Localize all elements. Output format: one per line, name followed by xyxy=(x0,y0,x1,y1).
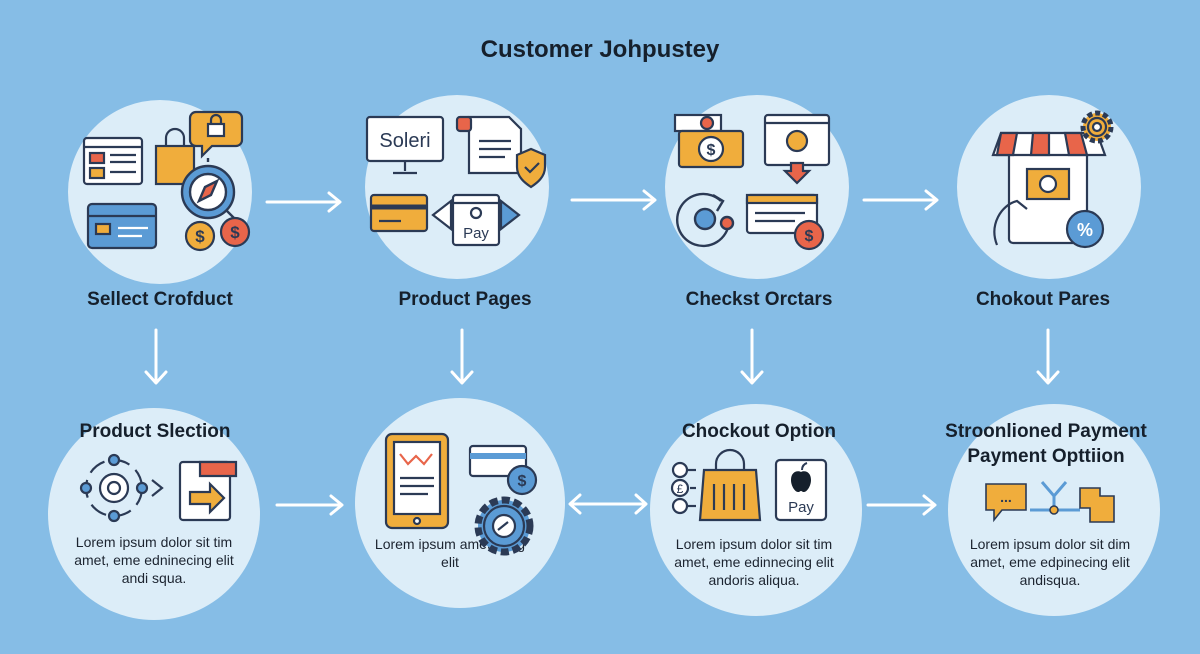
stage-label-streamlined-payment: Stroonlioned Payment xyxy=(945,421,1147,442)
flow-arrow-right-5 xyxy=(866,494,937,516)
stage-label-product-pages: Product Pages xyxy=(398,289,532,310)
stage-label-checkout-orders: Checkst Orctars xyxy=(685,289,833,310)
ledger-block-icon xyxy=(1079,487,1115,523)
chat-dots: ... xyxy=(1000,489,1012,505)
gear-cog-icon xyxy=(474,496,534,556)
discount-badge-icon: % xyxy=(1065,209,1105,249)
payment-window-icon: $ xyxy=(745,193,825,251)
card-icon xyxy=(369,193,429,233)
stage-icons-product-selection xyxy=(79,453,238,523)
stage-label-select-product: Sellect Crofduct xyxy=(87,289,233,310)
export-document-icon xyxy=(178,460,238,522)
wallet-icon: $ xyxy=(673,113,745,169)
refresh-cycle-icon xyxy=(676,192,735,248)
lock-chat-icon xyxy=(188,110,244,159)
stage-desc-checkout-option: Lorem ipsum dolor sit tim amet, eme edin… xyxy=(674,536,834,588)
flow-arrow-down-3 xyxy=(740,328,764,385)
dollar-sign: $ xyxy=(805,228,814,245)
stage-label-checkout-pages: Chokout Pares xyxy=(975,289,1111,310)
flow-arrow-bidirectional xyxy=(568,493,648,515)
card-dollar-icon: $ xyxy=(468,444,538,496)
document-icon xyxy=(455,115,523,175)
flow-arrow-down-1 xyxy=(144,328,168,385)
flow-arrow-down-4 xyxy=(1036,328,1060,385)
credit-card-icon xyxy=(86,202,158,250)
dollar-coin-icon: $ $ xyxy=(184,216,251,252)
stage-desc-payment-option: Lorem ipsum dolor sit dim amet, eme edpi… xyxy=(969,536,1131,588)
dollar-sign: $ xyxy=(230,223,240,242)
compass-icon xyxy=(180,158,239,223)
stage-icons-select-product: $ $ xyxy=(82,110,251,252)
stage-icons-product-pages: Soleri Pay xyxy=(365,115,547,247)
storefront-icon xyxy=(991,131,1107,246)
shield-icon xyxy=(515,147,547,189)
dollar-sign: $ xyxy=(707,142,716,159)
pay-text: Pay xyxy=(463,225,489,242)
stage-icons-payment-option: ... xyxy=(985,481,1115,523)
diagram-title: Customer Johpustey xyxy=(480,36,720,63)
stage-icons-checkout-orders: $ $ xyxy=(673,113,831,251)
dollar-sign: $ xyxy=(518,473,527,490)
apple-pay-icon: Pay xyxy=(774,458,828,522)
stage-icons-checkout-option: £ Pay xyxy=(670,448,828,522)
download-window-icon xyxy=(763,113,831,185)
gear-icon xyxy=(1080,110,1114,144)
stage-icons-product-detail: $ xyxy=(384,432,538,556)
tablet-icon xyxy=(384,432,450,530)
tote-bag-icon xyxy=(698,448,762,522)
flow-arrow-right-4 xyxy=(275,494,344,516)
chat-bubble-icon: ... xyxy=(985,483,1027,523)
pound-sign: £ xyxy=(677,482,684,496)
monitor-screen-text: Soleri xyxy=(379,130,430,152)
stage-label-payment-option: Payment Opttiion xyxy=(967,446,1125,467)
flow-arrow-right-2 xyxy=(570,189,657,211)
monitor-icon: Soleri xyxy=(365,115,445,175)
stage-label-checkout-option: Chockout Option xyxy=(681,421,837,442)
dollar-sign: $ xyxy=(195,227,205,246)
network-connector-icon xyxy=(1030,481,1080,515)
stage-icons-checkout-pages: % xyxy=(991,110,1114,249)
flow-arrow-down-2 xyxy=(450,328,474,385)
coin-stack-icon: £ xyxy=(670,461,696,515)
stage-label-product-selection: Product Slection xyxy=(79,421,231,442)
pay-terminal-icon: Pay xyxy=(431,193,521,247)
process-cycle-icon xyxy=(79,453,164,523)
flow-arrow-right-3 xyxy=(862,189,939,211)
shopping-bag-icon xyxy=(154,127,196,186)
percent-sign: % xyxy=(1077,220,1093,240)
stage-desc-product-selection: Lorem ipsum dolor sit tim amet, eme edni… xyxy=(74,534,234,586)
apple-pay-text: Pay xyxy=(788,499,814,516)
flow-arrow-right-1 xyxy=(265,191,342,213)
browser-window-icon xyxy=(82,136,144,186)
